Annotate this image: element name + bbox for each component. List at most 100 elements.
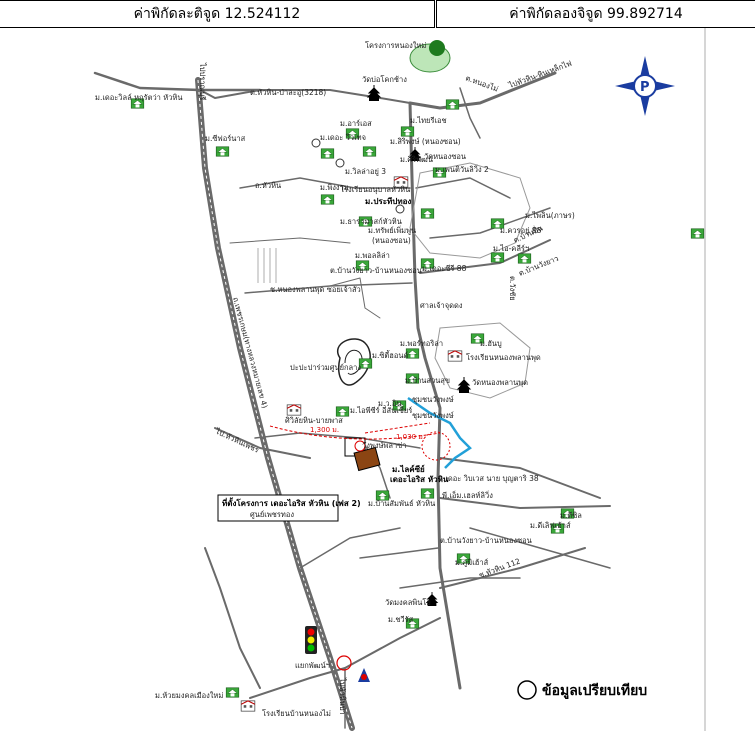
svg-text:ต.หนองไม่: ต.หนองไม่ [464, 73, 499, 93]
temple-icon [367, 84, 381, 102]
road-w2 [229, 237, 351, 244]
temple-icon [457, 376, 471, 394]
svg-text:วังพงษ์พลาซ่า: วังพงษ์พลาซ่า [362, 441, 406, 450]
distance-label: 1,030 ม. [396, 433, 425, 441]
road-e4 [439, 497, 611, 509]
svg-text:ม.วิลล่าอยู่ 3: ม.วิลล่าอยู่ 3 [345, 167, 386, 176]
road-e6 [469, 527, 611, 569]
road-s2 [359, 547, 439, 559]
svg-text:ม.ไอพีซีร์: ม.ไอพีซีร์ [350, 406, 380, 415]
svg-text:ม.สิริพงษ์ (หนองซอน): ม.สิริพงษ์ (หนองซอน) [390, 137, 461, 146]
longitude-box: ค่าพิกัดลองจิจูด 99.892714 [436, 0, 755, 28]
svg-text:ม.ซีฟอร์นาส: ม.ซีฟอร์นาส [205, 134, 246, 143]
svg-text:วัดบ่อโคกช้าง: วัดบ่อโคกช้าง [362, 75, 407, 84]
junction-marker [336, 655, 352, 671]
road-w-junction [214, 427, 311, 459]
zone-east [409, 162, 531, 259]
gas-station-icon [358, 668, 370, 682]
svg-text:ไปปราณบุรี: ไปปราณบุรี [198, 62, 207, 100]
svg-text:(หนองซอน): (หนองซอน) [372, 236, 411, 245]
project-sublabel: ศูนย์เพชรทอง [250, 510, 294, 519]
svg-text:ต.บ้านวังยาว-บ้านหนองซอน: ต.บ้านวังยาว-บ้านหนองซอน [330, 266, 422, 275]
highway-centerline [197, 79, 353, 729]
latitude-box: ค่าพิกัดละติจูด 12.524112 [0, 0, 435, 28]
svg-text:ม.ฮันบู: ม.ฮันบู [480, 339, 502, 348]
svg-text:ม.ไลค์ซีย์: ม.ไลค์ซีย์ [392, 464, 425, 474]
road-north [199, 89, 411, 104]
svg-text:ม.ทรัพย์เพิ่มพูน: ม.ทรัพย์เพิ่มพูน [368, 225, 416, 235]
svg-text:ม.บ้านสวนสุข: ม.บ้านสวนสุข [405, 376, 450, 385]
svg-text:ม.เดอะซีรี 88: ม.เดอะซีรี 88 [422, 264, 467, 273]
svg-text:ชุมชนวังพงษ์: ชุมชนวังพงษ์ [412, 411, 454, 420]
svg-text:โรงเรียนหนองพลานพุด: โรงเรียนหนองพลานพุด [466, 353, 541, 362]
svg-text:วัดหนองพลานพุด: วัดหนองพลานพุด [472, 378, 528, 387]
svg-text:ถ.หัวหิน: ถ.หัวหิน [255, 181, 281, 190]
svg-text:ชุมชนวังพงษ์: ชุมชนวังพงษ์ [412, 395, 454, 404]
svg-text:ไปหัวหิน-หินเหล็กไฟ: ไปหัวหิน-หินเหล็กไฟ [506, 58, 573, 90]
svg-text:ม.พิงงาม: ม.พิงงาม [320, 183, 349, 192]
svg-text:ต.บ้านวังยาว-บ้านหนองซอน: ต.บ้านวังยาว-บ้านหนองซอน [440, 536, 532, 545]
svg-text:ม.ไพลิน(ภาษร): ม.ไพลิน(ภาษร) [525, 211, 575, 220]
legend-label: ข้อมูลเปรียบเทียบ [542, 683, 647, 699]
legend: ข้อมูลเปรียบเทียบ [517, 680, 647, 700]
svg-text:ม.ไทยรีเอช: ม.ไทยรีเอช [410, 116, 447, 125]
svg-text:ต.วังชัย: ต.วังชัย [508, 276, 517, 301]
svg-text:ช.หนองพลานพุด ซอยเจ้าสัว: ช.หนองพลานพุด ซอยเจ้าสัว [270, 285, 361, 294]
svg-text:ม.ธารามาสก์หัวหิน: ม.ธารามาสก์หัวหิน [340, 217, 402, 226]
svg-text:ม.ประทีปทอง: ม.ประทีปทอง [365, 196, 411, 206]
svg-text:ม.ห้วยมงคลเมืองใหม่: ม.ห้วยมงคลเมืองใหม่ [155, 691, 223, 700]
traffic-light-icon [305, 626, 317, 654]
road-s1 [399, 577, 521, 589]
road-w1 [239, 177, 411, 189]
zone-school [434, 322, 531, 399]
coordinate-header: ค่าพิกัดละติจูด 12.524112 ค่าพิกัดลองจิจ… [0, 0, 755, 28]
water-tower [409, 40, 451, 73]
svg-text:ม.ซิตี้ฮอนด์: ม.ซิตี้ฮอนด์ [372, 350, 408, 360]
svg-text:ม.ไอ-คลีร์ฯ: ม.ไอ-คลีร์ฯ [493, 244, 529, 253]
svg-text:ม.เดอะวิลล์ หฤรัตว่า หัวหิน: ม.เดอะวิลล์ หฤรัตว่า หัวหิน [95, 93, 183, 102]
road-nw [93, 71, 262, 92]
svg-text:ศาลเจ้าจุดดง: ศาลเจ้าจุดดง [420, 301, 463, 310]
svg-text:ม.ควรอยู่ 88: ม.ควรอยู่ 88 [500, 226, 542, 235]
road-s3 [299, 527, 401, 569]
svg-text:ม.พอร์ทอริล่า: ม.พอร์ทอริล่า [400, 339, 443, 348]
svg-text:ต.หัวหิน-ป่าละอู(3218): ต.หัวหิน-ป่าละอู(3218) [250, 88, 326, 97]
svg-text:ม.ดีเลิฟเฮ้าส์: ม.ดีเลิฟเฮ้าส์ [530, 521, 571, 530]
svg-text:ม.อาร์เอส: ม.อาร์เอส [340, 119, 372, 128]
svg-text:อี่สันเชียร์: อี่สันเชียร์ [382, 405, 413, 415]
svg-text:ไปหัวหินป่า: ไปหัวหินป่า [338, 677, 347, 715]
svg-text:ม.เพนติวันลิวิ่ง 2: ม.เพนติวันลิวิ่ง 2 [435, 164, 489, 174]
road-mid-w [254, 432, 421, 449]
svg-text:วัดหนองซอน: วัดหนองซอน [424, 152, 466, 161]
road-mid-s [359, 437, 391, 499]
project-label: ที่ตั้งโครงการ เดอะไอริส หัวหิน (เฟส 2) [222, 497, 361, 508]
project-label-box: ที่ตั้งโครงการ เดอะไอริส หัวหิน (เฟส 2) … [217, 494, 361, 522]
road-s4 [344, 617, 441, 669]
svg-text:ม.ว.อิน: ม.ว.อิน [378, 399, 402, 408]
svg-text:ม.ศิริพัฒน์: ม.ศิริพัฒน์ [400, 155, 433, 164]
svg-text:ม.ดีซิล: ม.ดีซิล [560, 511, 582, 520]
svg-text:ม.พอลลิล่า: ม.พอลลิล่า [355, 251, 390, 260]
road-sw [249, 667, 346, 699]
svg-text:ม.ภูมิเฮ้าส์: ม.ภูมิเฮ้าส์ [455, 558, 489, 567]
road-e3 [419, 239, 551, 274]
svg-text:วัดมงคลพินโย: วัดมงคลพินโย [385, 598, 431, 607]
school-icon [447, 350, 463, 362]
project-site [269, 422, 451, 472]
river [407, 396, 472, 469]
svg-text:ม.ชวีรัส: ม.ชวีรัส [388, 615, 414, 624]
place-labels: วัดบ่อโคกช้าง ต.หัวหิน-ป่าละอู(3218) ม.เ… [95, 58, 582, 718]
road-ne [408, 71, 557, 110]
road-left [204, 547, 261, 689]
road-e-bottom [439, 457, 601, 499]
road-ne-branch [459, 87, 481, 139]
svg-text:โรงเรียนบ้านหนองไม่: โรงเรียนบ้านหนองไม่ [262, 709, 331, 718]
svg-text:แยกพัฒน์ฯ: แยกพัฒน์ฯ [295, 661, 330, 670]
svg-text:ม.เดอะ วิบเวส นาย บุญตาริ 38: ม.เดอะ วิบเวส นาย บุญตาริ 38 [438, 474, 539, 483]
highway-road [195, 77, 355, 731]
svg-text:ศิวิลัยหิน-บายพาส: ศิวิลัยหิน-บายพาส [285, 416, 344, 425]
school-icon [240, 700, 256, 712]
label-water-tower: โครงการหนองใหม่ [365, 41, 426, 50]
svg-text:ม.บ้านสัมพันธ์ หัวหิน: ม.บ้านสัมพันธ์ หัวหิน [368, 499, 435, 508]
